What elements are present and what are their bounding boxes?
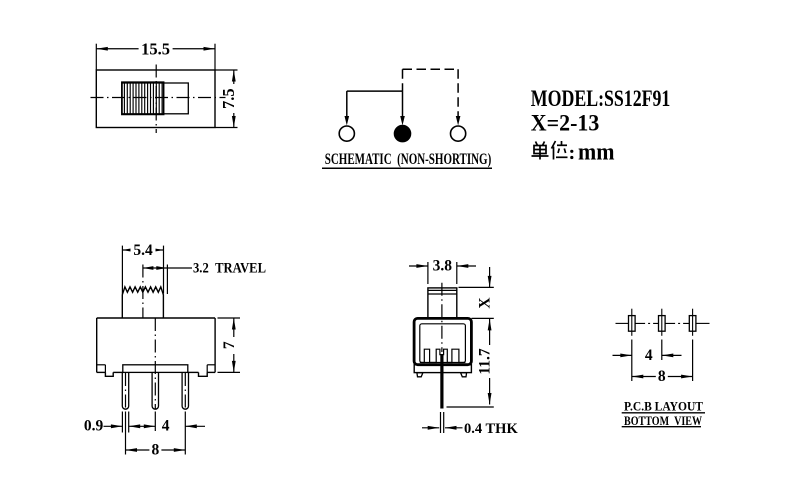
svg-text:4: 4	[162, 418, 170, 435]
svg-text:mm: mm	[578, 140, 615, 166]
svg-text:8: 8	[152, 441, 160, 458]
svg-text:15.5: 15.5	[141, 39, 170, 58]
svg-text:P.C.B LAYOUT: P.C.B LAYOUT	[624, 398, 703, 413]
svg-text:0.4 THK: 0.4 THK	[464, 421, 518, 437]
svg-text:5.4: 5.4	[133, 242, 153, 259]
svg-text:3.8: 3.8	[433, 258, 453, 275]
svg-text:BOTTOM VIEW: BOTTOM VIEW	[624, 413, 702, 428]
svg-text:0.9: 0.9	[84, 418, 104, 435]
svg-text:X=2-13: X=2-13	[531, 111, 600, 137]
svg-text:11.7: 11.7	[477, 348, 494, 375]
svg-text:7: 7	[221, 341, 238, 349]
svg-text:X: X	[477, 297, 494, 309]
svg-text:MODEL:SS12F91: MODEL:SS12F91	[531, 86, 671, 112]
svg-text:3.2 TRAVEL: 3.2 TRAVEL	[193, 260, 266, 276]
svg-text:4: 4	[645, 347, 653, 364]
svg-text:7.5: 7.5	[219, 88, 238, 109]
svg-text:SCHEMATIC (NON-SHORTING): SCHEMATIC (NON-SHORTING)	[325, 151, 492, 168]
svg-text:8: 8	[658, 368, 666, 385]
